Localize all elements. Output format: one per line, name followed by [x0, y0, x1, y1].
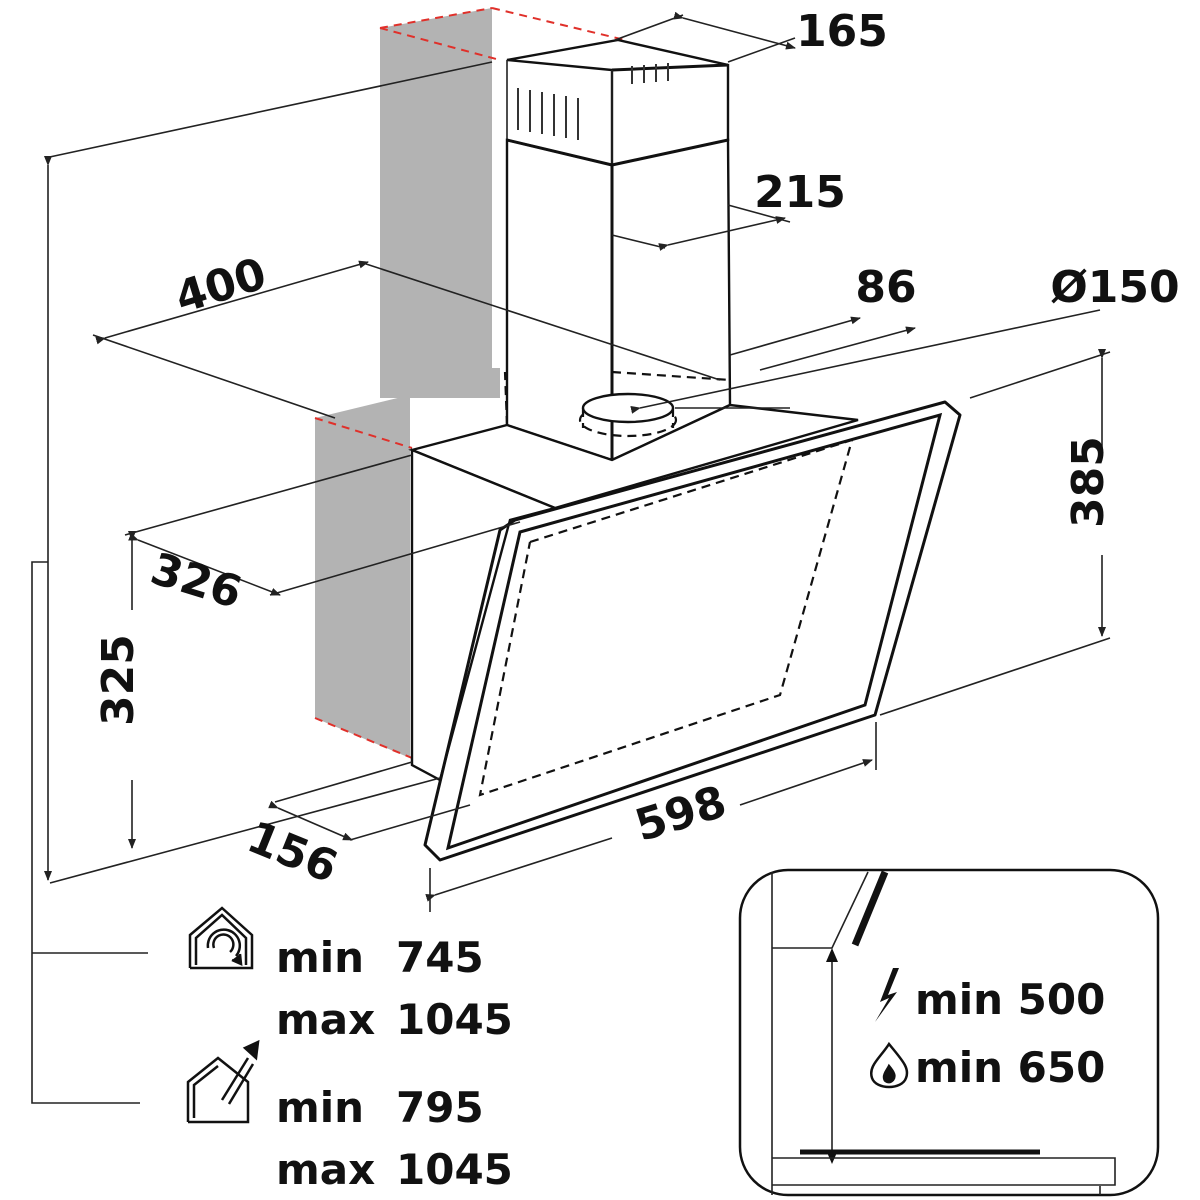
wall-upper — [380, 8, 500, 398]
dim-glass-height: 385 — [1063, 436, 1114, 528]
recirc-max-value: 1045 — [396, 995, 513, 1044]
outlet-top — [581, 392, 675, 424]
ducted-max-value: 1045 — [396, 1145, 513, 1194]
ducted-max-label: max — [276, 1145, 375, 1194]
ducted-min-label: min — [276, 1083, 364, 1132]
recirc-max-label: max — [276, 995, 375, 1044]
house-recirculation-icon — [188, 906, 254, 970]
lightning-icon — [875, 968, 899, 1022]
clearance-electric: min 500 — [915, 975, 1105, 1024]
clearance-gas: min 650 — [915, 1043, 1105, 1092]
outlet-hidden — [578, 402, 678, 438]
dim-outlet-diameter: Ø150 — [1050, 262, 1179, 313]
ducted-min-value: 795 — [396, 1083, 484, 1132]
hood-side-panel — [410, 448, 559, 782]
wall-edge-mid — [314, 417, 413, 449]
glass-panel-inner — [445, 412, 943, 851]
wall-edge-top-front — [379, 27, 501, 61]
wall-edge-top — [379, 7, 493, 29]
flame-icon — [869, 1041, 909, 1089]
wall-edge-bottom — [314, 717, 413, 759]
dim-hood-width: 598 — [629, 776, 732, 852]
glass-panel-outer — [423, 400, 962, 862]
dim-bottom-depth: 156 — [240, 812, 344, 894]
recirc-min-label: min — [276, 933, 364, 982]
chimney-vent-slots — [517, 63, 669, 140]
hidden-filter-edge — [478, 438, 854, 797]
recirc-min-value: 745 — [396, 933, 484, 982]
wall-lower — [315, 395, 410, 758]
clearance-inset — [738, 868, 1160, 1197]
wall-edge-top-rear — [491, 7, 626, 41]
dim-body-depth: 326 — [145, 543, 248, 619]
dim-chimney-width: 215 — [754, 167, 846, 218]
house-exhaust-icon — [186, 1039, 260, 1124]
dim-chimney-length: 400 — [169, 248, 272, 324]
dim-outlet-offset: 86 — [855, 262, 916, 313]
dim-body-height: 325 — [93, 634, 144, 726]
dim-chimney-depth: 165 — [796, 6, 888, 57]
